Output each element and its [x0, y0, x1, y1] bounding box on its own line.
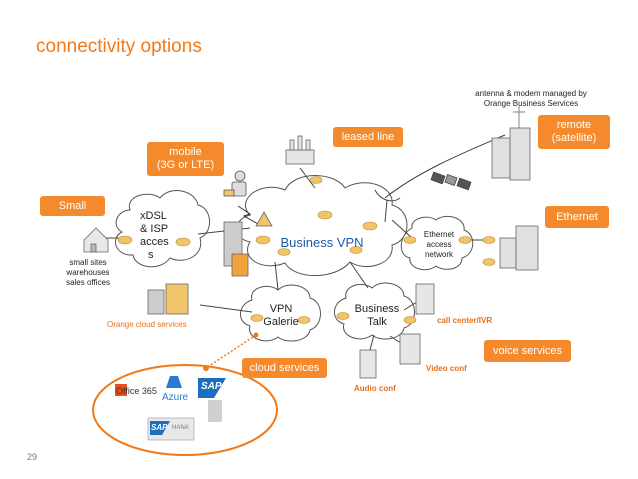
tag-voice-services: voice services [484, 340, 571, 362]
vpn-galerie-line1: VPN [269, 303, 293, 315]
voice-servers-icon [359, 283, 435, 379]
vpn-galerie-label: VPN Galerie [256, 303, 306, 329]
video-conf-label: Video conf [426, 364, 467, 373]
orange-cloud-label: Orange cloud services [107, 320, 187, 329]
xdsl-line2: & ISP [140, 223, 169, 235]
cloud-servers-icon [147, 283, 189, 315]
azure-logo [166, 376, 182, 388]
dish-antenna-icon [374, 189, 401, 223]
antenna-label-line1: antenna & modem managed by [475, 89, 587, 98]
satellite-icon [430, 171, 472, 191]
azure-logo-text: Azure [162, 392, 189, 403]
audio-conf-label: Audio conf [354, 384, 396, 393]
tag-remote: remote (satellite) [538, 115, 610, 149]
small-sites-label: small sites warehouses sales offices [58, 258, 118, 288]
leased-line-factory-icon [285, 135, 315, 165]
tag-cloud-services: cloud services [242, 358, 327, 378]
sap-hana-logo [147, 417, 195, 441]
call-center-label: call center/IVR [437, 316, 493, 325]
tag-ethernet: Ethernet [545, 206, 609, 228]
remote-site-building-icon [491, 106, 531, 181]
vpn-galerie-line2: Galerie [263, 316, 299, 328]
ethernet-cloud [400, 215, 474, 271]
business-talk-label: Business Talk [350, 303, 404, 329]
page-number: 29 [27, 452, 38, 462]
ethernet-site-building-icon [499, 225, 539, 271]
tag-leased-line: leased line [333, 127, 403, 147]
small-sites-line3: sales offices [66, 278, 110, 287]
small-sites-line1: small sites [69, 258, 107, 267]
office365-logo-text: Office 365 [116, 386, 157, 396]
tag-mobile-line2: (3G or LTE) [156, 159, 215, 171]
tag-mobile: mobile (3G or LTE) [147, 142, 224, 176]
tag-small: Small [40, 196, 105, 216]
tag-small-label: Small [58, 199, 87, 212]
office365-logo [115, 384, 127, 396]
tag-remote-line1: remote [556, 119, 592, 131]
ethernet-access-label: Ethernet access network [414, 230, 464, 260]
antenna-label-line2: Orange Business Services [483, 99, 579, 108]
tag-mobile-line1: mobile [169, 146, 202, 158]
xdsl-line4: s [148, 249, 154, 261]
antenna-label: antenna & modem managed by Orange Busine… [462, 89, 600, 109]
tag-leased-line-label: leased line [341, 130, 395, 143]
business-talk-line1: Business [354, 303, 400, 315]
tag-cloud-services-label: cloud services [249, 361, 320, 374]
xdsl-line1: xDSL [140, 210, 167, 222]
page-title: connectivity options [36, 36, 202, 57]
xdsl-line3: acces [140, 236, 169, 248]
business-vpn-label: Business VPN [280, 235, 364, 250]
hana-logo-text: HANA [172, 425, 189, 431]
cloud-services-oval [92, 364, 278, 456]
tag-remote-line2: (satellite) [551, 132, 597, 144]
ethernet-access-line2: access [426, 240, 452, 249]
datacenter-building-icon [223, 211, 273, 277]
xdsl-cloud [114, 190, 210, 268]
sap-logo-text: SAP [201, 381, 222, 392]
tag-ethernet-label: Ethernet [556, 210, 598, 223]
business-talk-line2: Talk [367, 316, 387, 328]
small-sites-line2: warehouses [66, 268, 110, 277]
tag-voice-services-label: voice services [492, 344, 563, 357]
sap-logo [198, 378, 226, 422]
xdsl-label: xDSL & ISP acces s [140, 210, 184, 262]
business-talk-cloud [334, 282, 415, 340]
ethernet-access-line3: network [424, 250, 453, 259]
sap-hana-logo-text: SAP [151, 423, 168, 432]
small-site-house-icon [83, 227, 109, 253]
ethernet-access-line1: Ethernet [423, 230, 455, 239]
mobile-user-icon [223, 170, 247, 197]
